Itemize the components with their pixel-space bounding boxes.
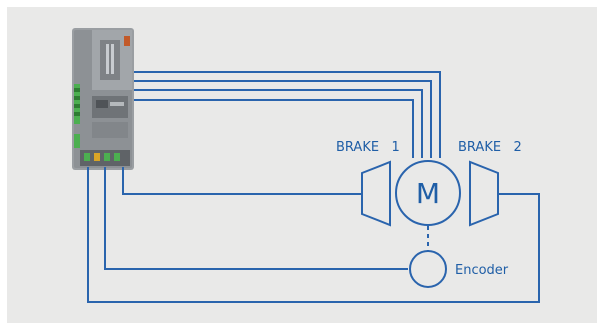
- brake-2-symbol: [469, 160, 499, 227]
- motor-power-lines: [134, 71, 441, 158]
- drive-unit: [72, 28, 134, 170]
- encoder-label: Encoder: [455, 263, 509, 278]
- encoder-line: [104, 167, 408, 270]
- encoder-symbol: [409, 250, 447, 288]
- motor-label: M: [416, 177, 440, 210]
- brake2-line: [87, 167, 540, 303]
- brake-1-label: BRAKE 1: [336, 140, 400, 155]
- brake1-line: [122, 167, 362, 195]
- brake-2-label: BRAKE 2: [458, 140, 522, 155]
- brake-1-symbol: [361, 160, 391, 227]
- motor-symbol: M: [395, 160, 461, 226]
